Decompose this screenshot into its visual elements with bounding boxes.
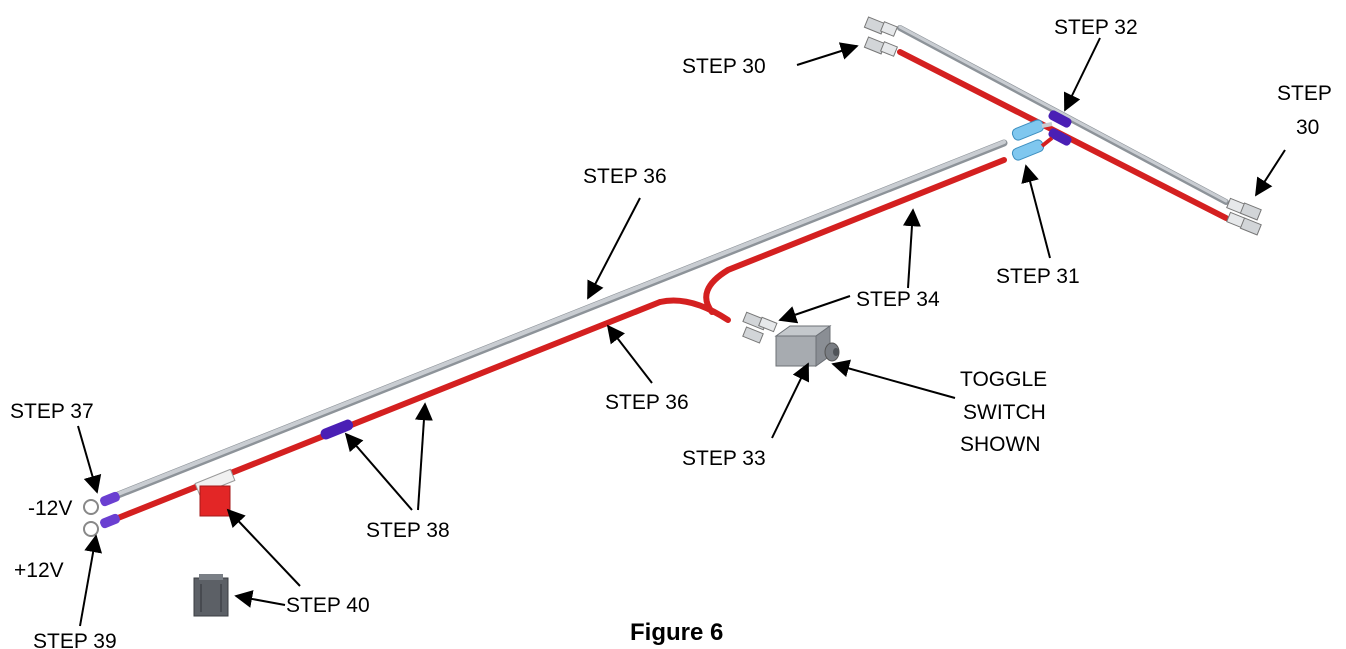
label-toggle-line3: SHOWN	[960, 433, 1041, 456]
arrow-step33	[771, 362, 810, 439]
arrow-step38-wire	[414, 402, 433, 511]
main-harness	[114, 139, 1008, 521]
label-step30-right-line2: 30	[1296, 116, 1319, 139]
label-toggle-line1: TOGGLE	[960, 368, 1047, 391]
fuse-holder	[194, 468, 236, 517]
arrow-step37	[77, 425, 102, 494]
red-wire-from-switch	[703, 157, 1007, 315]
label-step36-lower: STEP 36	[605, 391, 689, 414]
label-step30-right-line1: STEP	[1277, 82, 1332, 105]
purple-sleeve-junction-top	[1048, 110, 1072, 128]
label-step30-left: STEP 30	[682, 55, 766, 78]
arrow-step32	[1063, 37, 1101, 112]
arrow-step30-left	[796, 42, 859, 66]
arrow-step30-right	[1255, 149, 1286, 197]
arrow-step36-upper	[587, 197, 641, 300]
label-step39: STEP 39	[33, 630, 117, 649]
connector-top-left	[863, 16, 899, 57]
label-neg12v: -12V	[28, 497, 72, 520]
label-step38: STEP 38	[366, 519, 450, 542]
arrow-step34-connector	[778, 295, 851, 324]
blue-quick-connectors	[1011, 119, 1054, 161]
label-step34: STEP 34	[856, 288, 940, 311]
red-wire-to-switch	[657, 297, 731, 323]
label-pos12v: +12V	[14, 559, 64, 582]
label-step40: STEP 40	[286, 594, 370, 617]
ring-terminal-positive	[83, 513, 120, 537]
toggle-switch	[774, 325, 840, 367]
label-step36-upper: STEP 36	[583, 165, 667, 188]
arrow-step36-lower	[606, 324, 653, 384]
arrow-step34-wire	[902, 208, 921, 289]
arrow-step39	[79, 534, 103, 627]
arrow-step40-fuse	[234, 590, 286, 608]
arrow-toggle	[831, 359, 956, 399]
connector-right-end	[1226, 197, 1262, 236]
arrow-step31	[1021, 164, 1051, 259]
switch-connectors	[742, 311, 778, 344]
label-step31: STEP 31	[996, 265, 1080, 288]
callout-arrows	[77, 37, 1286, 627]
purple-sleeve-junction-bottom	[1048, 128, 1072, 146]
label-step32: STEP 32	[1054, 16, 1138, 39]
purple-sleeve-mid	[320, 419, 354, 440]
arrow-step38-sleeve	[344, 432, 413, 511]
upper-branch	[863, 16, 1262, 236]
fuse	[193, 574, 229, 617]
figure-caption: Figure 6	[630, 619, 723, 646]
label-toggle-line2: SWITCH	[963, 401, 1046, 424]
label-step33: STEP 33	[682, 447, 766, 470]
arrow-step40-holder	[226, 508, 301, 587]
label-step37: STEP 37	[10, 400, 94, 423]
callout-labels: STEP 30 STEP 32 STEP 30 STEP 36 STEP 31 …	[10, 16, 1332, 649]
ring-terminal-negative	[83, 491, 120, 515]
